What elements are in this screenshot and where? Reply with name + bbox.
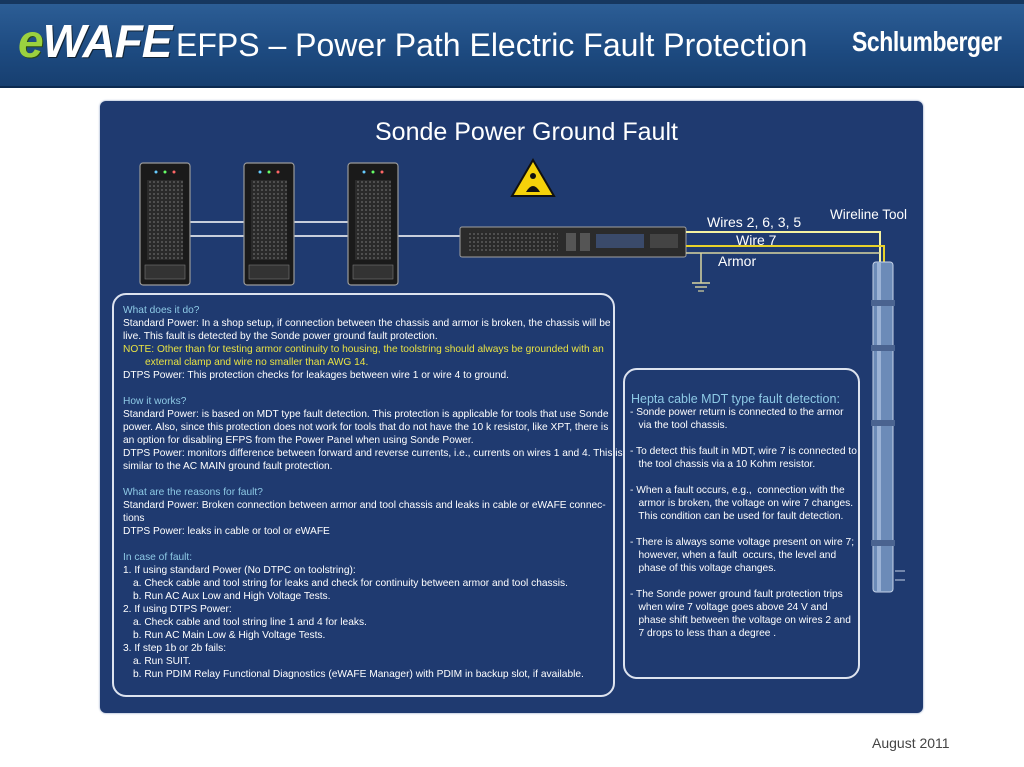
- label-wireline-tool: Wireline Tool: [830, 207, 908, 222]
- fault-info-line: similar to the AC MAIN ground fault prot…: [123, 461, 333, 472]
- fault-info-line: Standard Power: is based on MDT type fau…: [123, 409, 609, 420]
- logo-main: WAFE: [42, 15, 173, 67]
- mdt-detection-line: armor is broken, the voltage on wire 7 c…: [630, 498, 854, 509]
- mdt-detection-text: - Sonde power return is connected to the…: [630, 406, 857, 640]
- mdt-detection-line: [630, 432, 857, 445]
- mdt-detection-line: phase of this voltage changes.: [630, 563, 777, 574]
- mdt-detection-line: - The Sonde power ground fault protectio…: [630, 589, 843, 600]
- fault-info-box: [112, 293, 615, 697]
- mdt-detection-line: - To detect this fault in MDT, wire 7 is…: [630, 446, 857, 457]
- fault-info-line: DTPS Power: This protection checks for l…: [123, 370, 509, 381]
- fault-info-line: b. Run PDIM Relay Functional Diagnostics…: [133, 669, 584, 680]
- fault-info-line: b. Run AC Main Low & High Voltage Tests.: [133, 630, 326, 641]
- fault-info-line: [123, 473, 623, 486]
- diagram-title: Sonde Power Ground Fault: [375, 118, 678, 146]
- fault-info-line: What are the reasons for fault?: [123, 487, 263, 498]
- fault-info-line: What does it do?: [123, 305, 200, 316]
- mdt-detection-line: - Sonde power return is connected to the…: [630, 407, 844, 418]
- fault-info-line: external clamp and wire no smaller than …: [145, 357, 369, 368]
- fault-info-text: What does it do? Standard Power: In a sho…: [123, 304, 623, 681]
- mdt-detection-line: 7 drops to less than a degree .: [630, 628, 777, 639]
- label-wire7: Wire 7: [736, 232, 777, 248]
- fault-info-line: DTPS Power: leaks in cable or tool or eW…: [123, 526, 330, 537]
- fault-info-line: live. This fault is detected by the Sond…: [123, 331, 438, 342]
- mdt-detection-title: Hepta cable MDT type fault detection:: [631, 392, 840, 406]
- label-armor: Armor: [718, 253, 757, 269]
- schlumberger-logo: Schlumberger: [852, 26, 1002, 57]
- fault-info-line: [123, 538, 623, 551]
- mdt-detection-line: - When a fault occurs, e.g., connection …: [630, 485, 845, 496]
- mdt-detection-box: [623, 368, 860, 679]
- mdt-detection-line: when wire 7 voltage goes above 24 V and: [630, 602, 828, 613]
- ewafe-logo: eWAFE: [18, 14, 173, 68]
- slide-date: August 2011: [872, 735, 950, 751]
- header-band: [0, 0, 1024, 4]
- mdt-detection-line: via the tool chassis.: [630, 420, 728, 431]
- fault-info-line: [123, 382, 623, 395]
- fault-info-line: Standard Power: In a shop setup, if conn…: [123, 318, 611, 329]
- diagram-panel: [100, 101, 923, 713]
- fault-info-line: DTPS Power: monitors difference between …: [123, 448, 623, 459]
- slide-title: EFPS – Power Path Electric Fault Protect…: [176, 27, 808, 63]
- slide-header: eWAFE EFPS – Power Path Electric Fault P…: [0, 0, 1024, 86]
- fault-info-line: Standard Power: Broken connection betwee…: [123, 500, 606, 511]
- mdt-detection-line: however, when a fault occurs, the level …: [630, 550, 837, 561]
- fault-info-line: In case of fault:: [123, 552, 193, 563]
- fault-info-line: 2. If using DTPS Power:: [123, 604, 232, 615]
- fault-info-line: b. Run AC Aux Low and High Voltage Tests…: [133, 591, 331, 602]
- logo-prefix: e: [18, 15, 44, 67]
- fault-info-line: a. Check cable and tool string line 1 an…: [133, 617, 367, 628]
- mdt-detection-line: the tool chassis via a 10 Kohm resistor.: [630, 459, 816, 470]
- fault-info-line: an option for disabling EFPS from the Po…: [123, 435, 474, 446]
- mdt-detection-line: This condition can be used for fault det…: [630, 511, 844, 522]
- label-wires: Wires 2, 6, 3, 5: [707, 214, 802, 230]
- mdt-detection-line: [630, 575, 857, 588]
- fault-info-line: a. Run SUIT.: [133, 656, 191, 667]
- fault-info-line: 1. If using standard Power (No DTPC on t…: [123, 565, 356, 576]
- fault-info-line: a. Check cable and tool string for leaks…: [133, 578, 568, 589]
- mdt-detection-line: [630, 523, 857, 536]
- fault-info-line: How it works?: [123, 396, 187, 407]
- mdt-detection-line: - There is always some voltage present o…: [630, 537, 855, 548]
- mdt-detection-line: phase shift between the voltage on wires…: [630, 615, 851, 626]
- fault-info-line: power. Also, since this protection does …: [123, 422, 609, 433]
- fault-info-line: 3. If step 1b or 2b fails:: [123, 643, 227, 654]
- fault-info-line: tions: [123, 513, 145, 524]
- mdt-detection-line: [630, 471, 857, 484]
- header-divider: [0, 86, 1024, 88]
- fault-info-line: NOTE: Other than for testing armor conti…: [123, 344, 604, 355]
